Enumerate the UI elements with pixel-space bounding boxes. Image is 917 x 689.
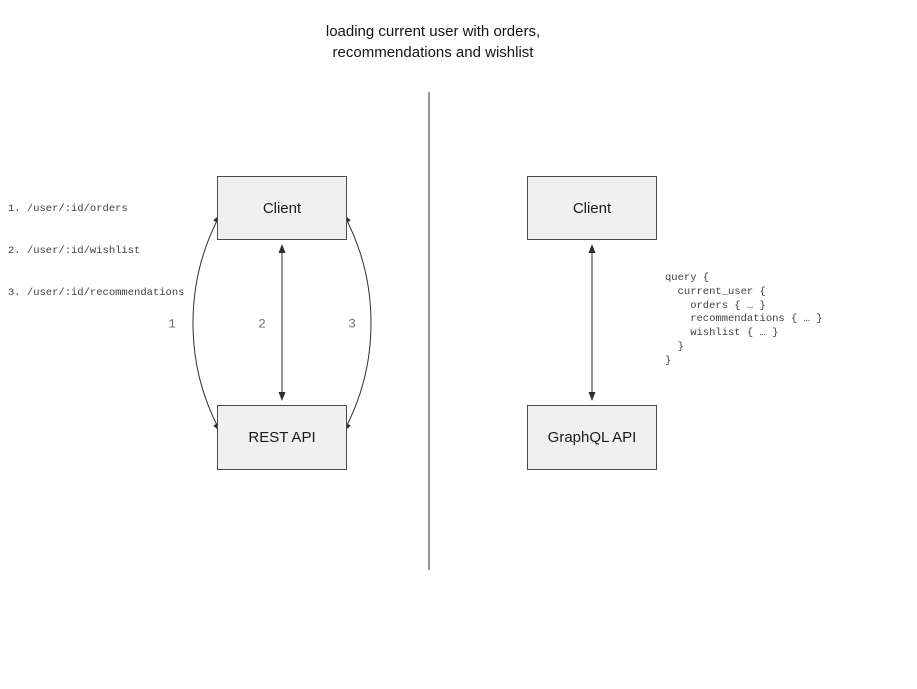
rest-endpoint-orders: 1. /user/:id/orders	[8, 203, 128, 215]
rest-endpoints-list: 1. /user/:id/orders 2. /user/:id/wishlis…	[8, 174, 184, 328]
rest-arrow-3-curve	[343, 214, 372, 432]
rest-arrow-label-2: 2	[258, 316, 266, 332]
rest-endpoint-wishlist: 2. /user/:id/wishlist	[8, 245, 141, 257]
rest-api-label: REST API	[248, 429, 316, 446]
rest-arrow-label-1: 1	[168, 316, 176, 332]
graphql-client-label: Client	[572, 199, 612, 217]
graphql-query-text: query { current_user { orders { … } reco…	[665, 272, 823, 367]
graphql-api-box: GraphQL API	[527, 405, 657, 470]
rest-client-label: Client	[262, 199, 302, 217]
rest-api-box: REST API	[217, 405, 347, 470]
graphql-client-box: Client	[527, 176, 657, 240]
diagram-title: loading current user with orders, recomm…	[325, 23, 541, 61]
rest-arrow-label-3: 3	[348, 316, 356, 332]
rest-client-box: Client	[217, 176, 347, 240]
rest-arrow-1-curve	[192, 214, 221, 432]
rest-endpoint-recommendations: 3. /user/:id/recommendations	[8, 287, 185, 299]
graphql-api-label: GraphQL API	[547, 429, 637, 446]
